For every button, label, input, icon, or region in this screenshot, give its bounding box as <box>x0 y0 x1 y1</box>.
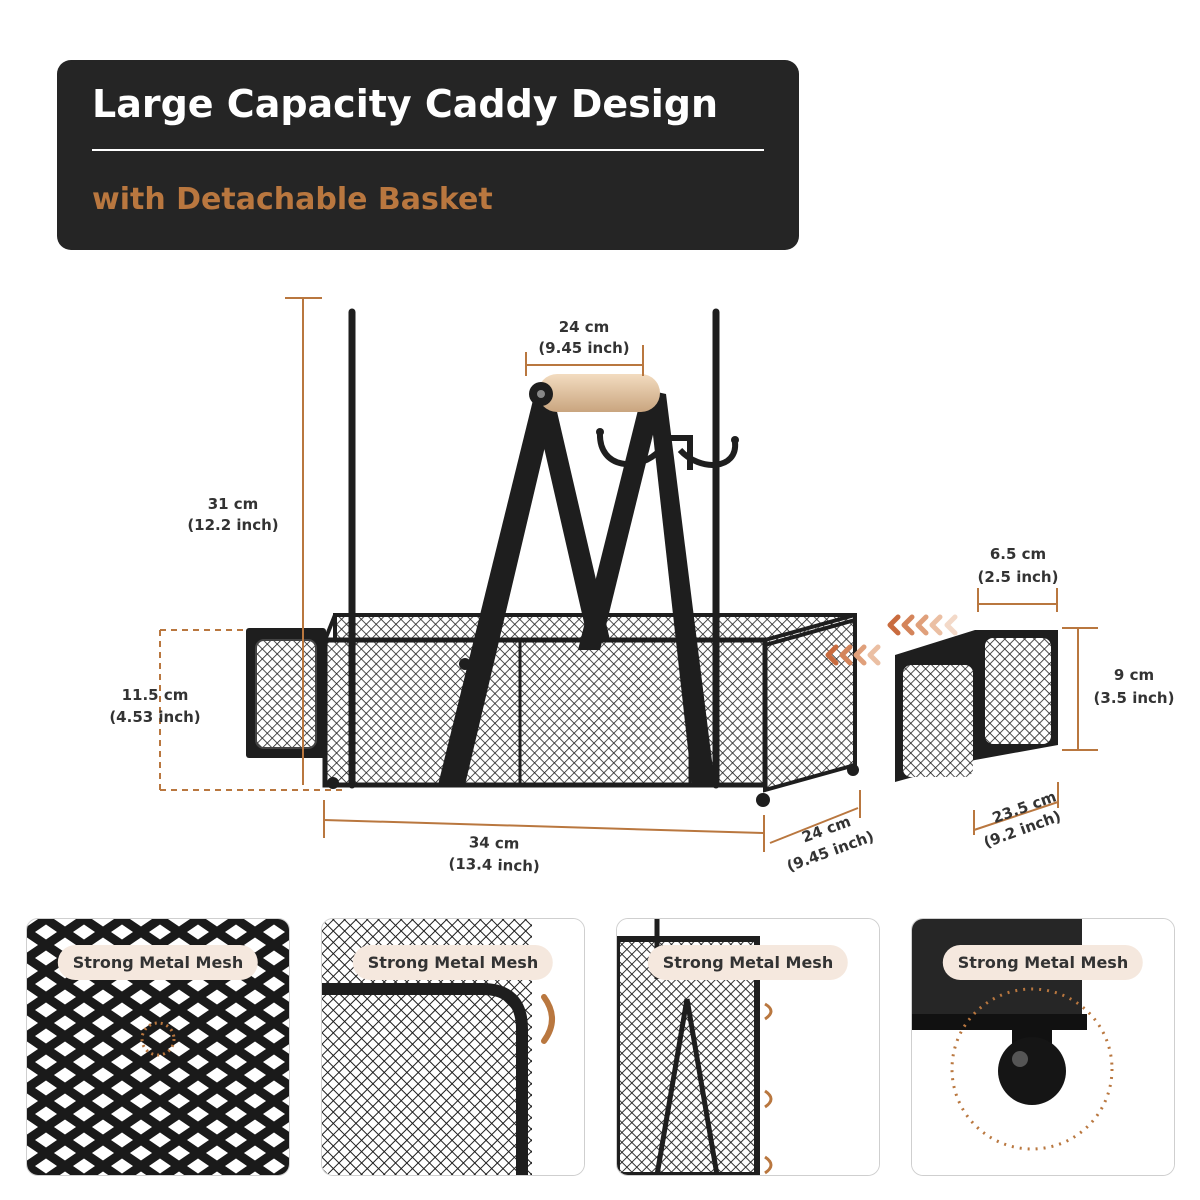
length-cm: 34 cm <box>469 833 520 852</box>
subtitle: with Detachable Basket <box>92 182 493 217</box>
detail-panel-mesh-corner: Strong Metal Mesh <box>321 918 585 1176</box>
handle-width-cm: 24 cm <box>559 318 610 336</box>
panel-label: Strong Metal Mesh <box>57 945 259 980</box>
height-total-inch: (12.2 inch) <box>187 516 278 534</box>
product-dimension-diagram: 31 cm (12.2 inch) 24 cm (9.45 inch) 11.5… <box>109 297 1175 876</box>
header-banner: Large Capacity Caddy Design with Detacha… <box>57 60 799 250</box>
insert-arrows <box>825 614 958 666</box>
basket-height-cm: 11.5 cm <box>122 686 189 704</box>
small-height-inch: (3.5 inch) <box>1094 689 1175 707</box>
small-width-inch: (2.5 inch) <box>978 568 1059 586</box>
small-height-cm: 9 cm <box>1114 666 1154 684</box>
basket-height-inch: (4.53 inch) <box>109 708 200 726</box>
small-width-cm: 6.5 cm <box>990 545 1046 563</box>
detail-panel-mesh-closeup: Strong Metal Mesh <box>26 918 290 1176</box>
panel-label: Strong Metal Mesh <box>352 945 554 980</box>
detail-panel-mesh-side: Strong Metal Mesh <box>616 918 880 1176</box>
detachable-basket-illustration <box>895 630 1058 782</box>
panel-label: Strong Metal Mesh <box>942 945 1144 980</box>
length-inch: (13.4 inch) <box>448 855 540 876</box>
title: Large Capacity Caddy Design <box>92 82 719 126</box>
height-total-cm: 31 cm <box>208 495 259 513</box>
handle-width-inch: (9.45 inch) <box>538 339 629 357</box>
title-divider <box>92 149 764 151</box>
caddy-illustration <box>246 308 859 807</box>
panel-label: Strong Metal Mesh <box>647 945 849 980</box>
detail-panel-foot: Strong Metal Mesh <box>911 918 1175 1176</box>
